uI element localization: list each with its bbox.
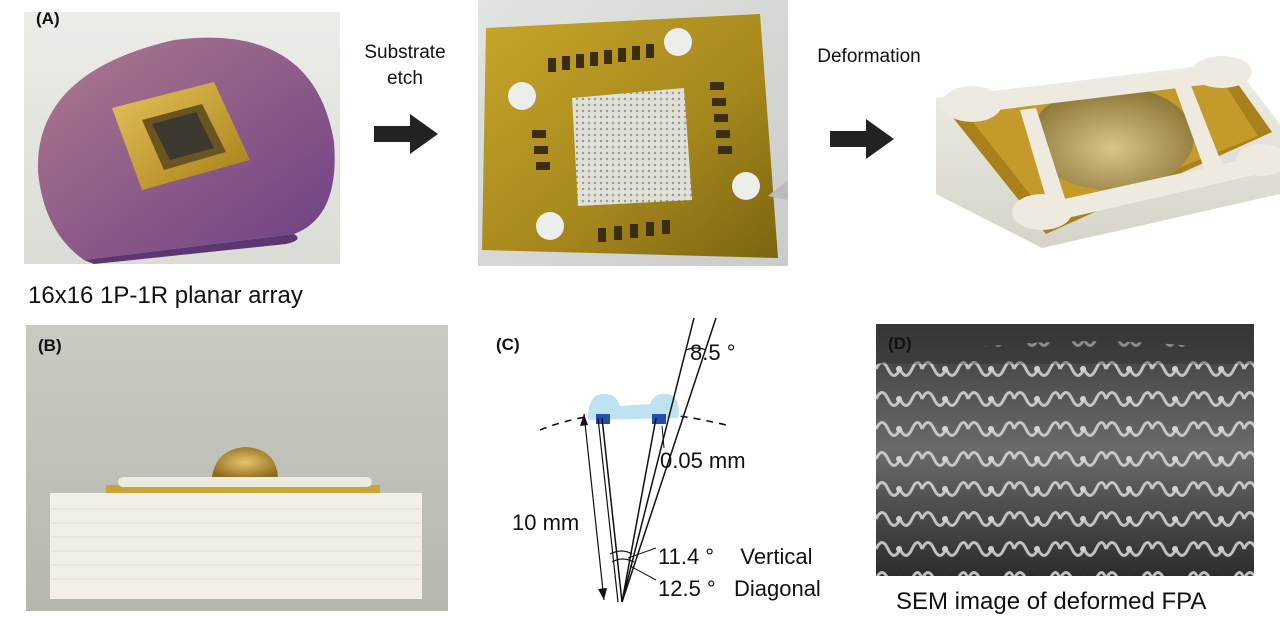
deformed-array-photo bbox=[932, 44, 1280, 248]
angle-vertical-row: 11.4 ° Vertical bbox=[658, 544, 813, 570]
angle-diagonal-value: 12.5 ° bbox=[658, 576, 716, 601]
pixel-left bbox=[596, 414, 610, 424]
right-arrow-icon bbox=[830, 119, 894, 159]
substrate-etch-line2: etch bbox=[387, 68, 423, 89]
lens-shape bbox=[588, 393, 679, 420]
substrate-etch-label: Substrate etch bbox=[350, 40, 460, 92]
panel-b-label: (B) bbox=[38, 336, 62, 355]
substrate-etch-line1: Substrate bbox=[364, 42, 446, 63]
panel-c-label: (C) bbox=[496, 335, 520, 354]
angle-vertical-value: 11.4 ° bbox=[658, 544, 715, 569]
wafer-photo bbox=[24, 12, 340, 264]
sem-image bbox=[876, 324, 1254, 576]
pixel-right bbox=[652, 414, 666, 424]
radius-label: 10 mm bbox=[512, 510, 580, 535]
side-view-photo bbox=[26, 325, 448, 611]
panel-a-label: (A) bbox=[36, 9, 60, 28]
thickness-label: 0.05 mm bbox=[660, 448, 746, 473]
panel-a-caption: 16x16 1P-1R planar array bbox=[28, 282, 303, 309]
panel-d-caption: SEM image of deformed FPA bbox=[896, 588, 1207, 615]
angle-diagonal-row: 12.5 ° Diagonal bbox=[658, 576, 821, 602]
angle-geometry-diagram bbox=[539, 317, 731, 603]
angle-diagonal-label: Diagonal bbox=[733, 576, 821, 601]
right-arrow-icon bbox=[374, 114, 438, 154]
panel-d-label: (D) bbox=[888, 334, 912, 353]
angle-top-label: 8.5 ° bbox=[690, 340, 736, 365]
deformation-label: Deformation bbox=[817, 46, 921, 67]
etched-array-photo bbox=[478, 0, 788, 266]
angle-vertical-label: Vertical bbox=[740, 544, 813, 569]
